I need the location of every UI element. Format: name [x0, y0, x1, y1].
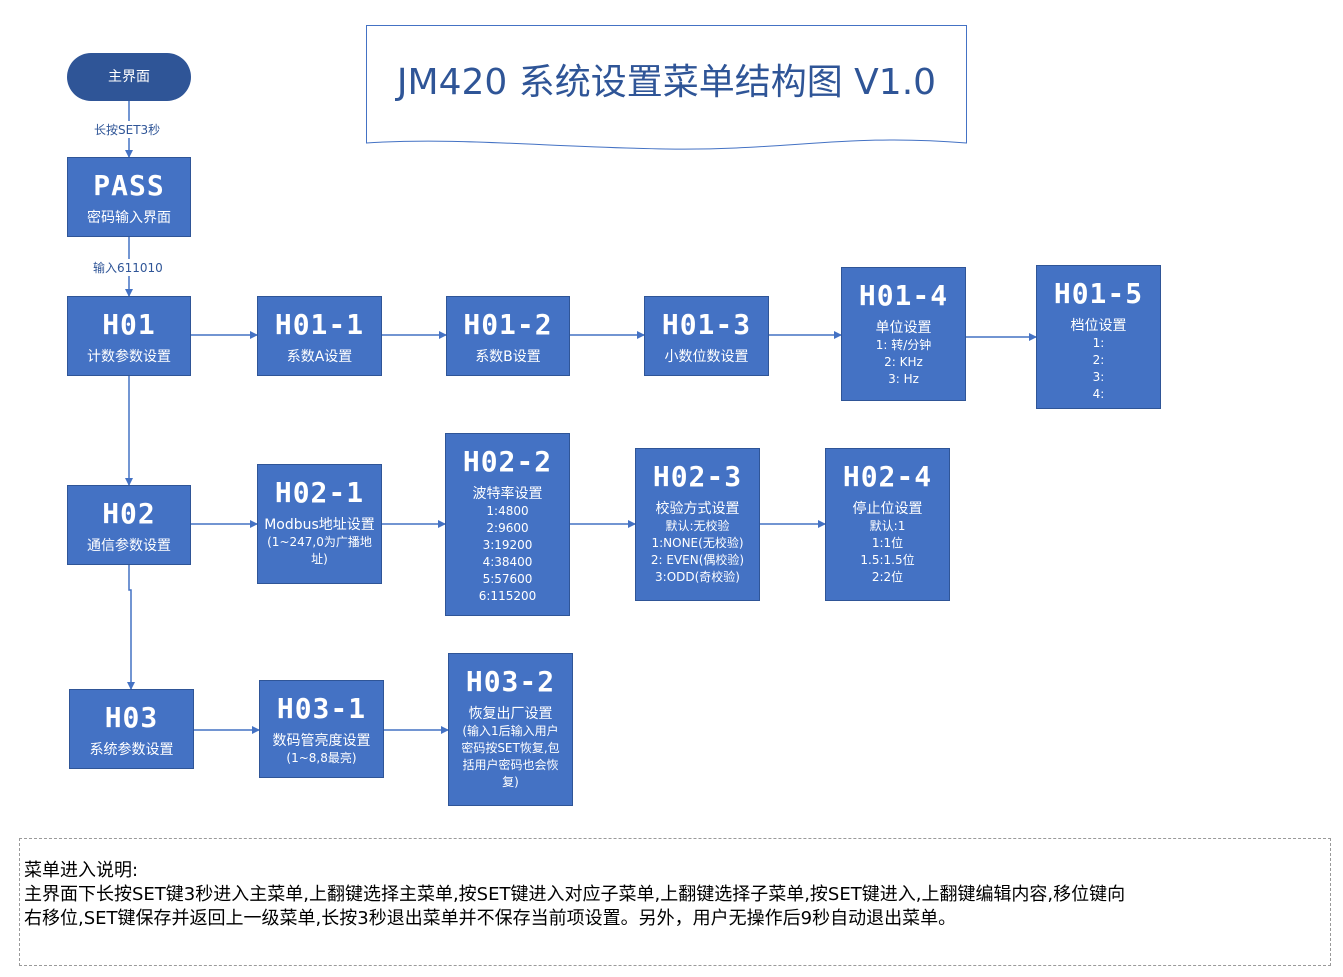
box-code: H01	[102, 308, 156, 341]
menu-instructions-note: 菜单进入说明: 主界面下长按SET键3秒进入主菜单,上翻键选择主菜单,按SET键…	[19, 838, 1331, 966]
connector-h02-h03	[127, 565, 135, 690]
menu-box-h01-4: H01-4 单位设置 1: 转/分钟 2: KHz 3: Hz	[841, 267, 966, 401]
menu-box-h03: H03 系统参数设置	[69, 689, 194, 769]
box-title: 计数参数设置	[87, 349, 171, 365]
box-code: H01-2	[463, 308, 553, 341]
box-line: 密码按SET恢复,包	[461, 741, 560, 755]
box-code: H03	[104, 701, 159, 734]
start-node-main-screen: 主界面	[67, 53, 191, 101]
menu-box-h02: H02 通信参数设置	[67, 485, 191, 565]
box-line: 1:	[1092, 336, 1105, 350]
box-line: 3:ODD(奇校验)	[655, 570, 740, 584]
box-line: 1:1位	[871, 536, 904, 550]
box-line: 默认:无校验	[665, 519, 730, 533]
notes-line: 右移位,SET键保存并返回上一级菜单,长按3秒退出菜单并不保存当前项设置。另外，…	[24, 908, 957, 929]
box-line: 1:NONE(无校验)	[651, 536, 744, 550]
box-line: 2: KHz	[884, 355, 923, 369]
box-code: H02-3	[652, 460, 743, 493]
box-line: 5:57600	[482, 572, 533, 586]
menu-box-h02-4: H02-4 停止位设置 默认:1 1:1位 1.5:1.5位 2:2位	[825, 448, 950, 601]
menu-box-h03-2: H03-2 恢复出厂设置 (输入1后输入用户 密码按SET恢复,包 括用户密码也…	[448, 653, 573, 806]
box-line: (输入1后输入用户	[462, 724, 559, 738]
box-title: 恢复出厂设置	[468, 706, 553, 722]
box-line: 1:4800	[486, 504, 529, 518]
box-title: 校验方式设置	[655, 501, 740, 517]
menu-box-h02-1: H02-1 Modbus地址设置 (1~247,0为广播地 址)	[257, 464, 382, 584]
box-code: H01-4	[858, 279, 949, 312]
menu-box-h01-1: H01-1 系数A设置	[257, 296, 382, 376]
box-title: 停止位设置	[852, 501, 923, 517]
menu-box-h03-1: H03-1 数码管亮度设置 (1~8,8最亮)	[259, 680, 384, 778]
box-line: 2: EVEN(偶校验)	[650, 553, 745, 567]
box-line: 2:2位	[871, 570, 904, 584]
box-line: (1~247,0为广播地	[267, 535, 372, 549]
box-code: H02-2	[462, 445, 553, 478]
box-code: H02-1	[274, 476, 365, 509]
box-title: 系数A设置	[286, 349, 353, 365]
box-title: Modbus地址设置	[264, 517, 375, 533]
menu-box-h01: H01 计数参数设置	[67, 296, 191, 376]
menu-box-pass: PASS 密码输入界面	[67, 157, 191, 237]
box-code: H01-1	[274, 308, 365, 341]
box-line: 1.5:1.5位	[860, 553, 915, 567]
menu-box-h01-2: H01-2 系数B设置	[446, 296, 570, 376]
box-title: 档位设置	[1070, 318, 1127, 334]
box-line: 4:	[1092, 387, 1105, 401]
box-line: 3:19200	[482, 538, 533, 552]
notes-line: 主界面下长按SET键3秒进入主菜单,上翻键选择主菜单,按SET键进入对应子菜单,…	[24, 884, 1126, 905]
box-title: 波特率设置	[472, 486, 543, 502]
box-title: 小数位数设置	[664, 349, 749, 365]
box-line: 3:	[1092, 370, 1105, 384]
box-title: 系统参数设置	[89, 742, 174, 758]
box-title: 系数B设置	[475, 349, 541, 365]
box-code: H03-1	[276, 692, 367, 725]
box-code: H02	[102, 497, 156, 530]
box-line: 1: 转/分钟	[875, 338, 932, 352]
box-line: 复)	[502, 775, 519, 789]
menu-box-h01-3: H01-3 小数位数设置	[644, 296, 769, 376]
box-title: 单位设置	[875, 320, 932, 336]
box-line: 址)	[311, 552, 328, 566]
box-line: 6:115200	[478, 589, 537, 603]
box-code: PASS	[93, 169, 165, 202]
box-line: 2:	[1092, 353, 1105, 367]
edge-label-long-press: 长按SET3秒	[93, 121, 162, 138]
box-title: 密码输入界面	[87, 210, 171, 226]
title-banner-shape	[366, 25, 967, 150]
box-code: H03-2	[465, 665, 556, 698]
notes-heading: 菜单进入说明:	[24, 860, 139, 881]
box-code: H01-3	[661, 308, 752, 341]
box-code: H01-5	[1053, 277, 1144, 310]
box-code: H02-4	[842, 460, 933, 493]
box-line: 2:9600	[486, 521, 529, 535]
box-line: 括用户密码也会恢	[462, 758, 559, 772]
box-title: 通信参数设置	[87, 538, 171, 554]
menu-box-h01-5: H01-5 档位设置 1: 2: 3: 4:	[1036, 265, 1161, 409]
diagram-title: JM420 系统设置菜单结构图 V1.0	[396, 62, 937, 103]
box-line: (1~8,8最亮)	[286, 751, 357, 765]
edge-label-input-password: 输入611010	[92, 259, 164, 276]
box-title: 数码管亮度设置	[272, 733, 371, 749]
box-line: 3: Hz	[888, 372, 919, 386]
menu-box-h02-3: H02-3 校验方式设置 默认:无校验 1:NONE(无校验) 2: EVEN(…	[635, 448, 760, 601]
menu-box-h02-2: H02-2 波特率设置 1:4800 2:9600 3:19200 4:3840…	[445, 433, 570, 616]
title-banner: JM420 系统设置菜单结构图 V1.0	[366, 25, 967, 155]
box-line: 4:38400	[482, 555, 533, 569]
box-line: 默认:1	[869, 519, 906, 533]
